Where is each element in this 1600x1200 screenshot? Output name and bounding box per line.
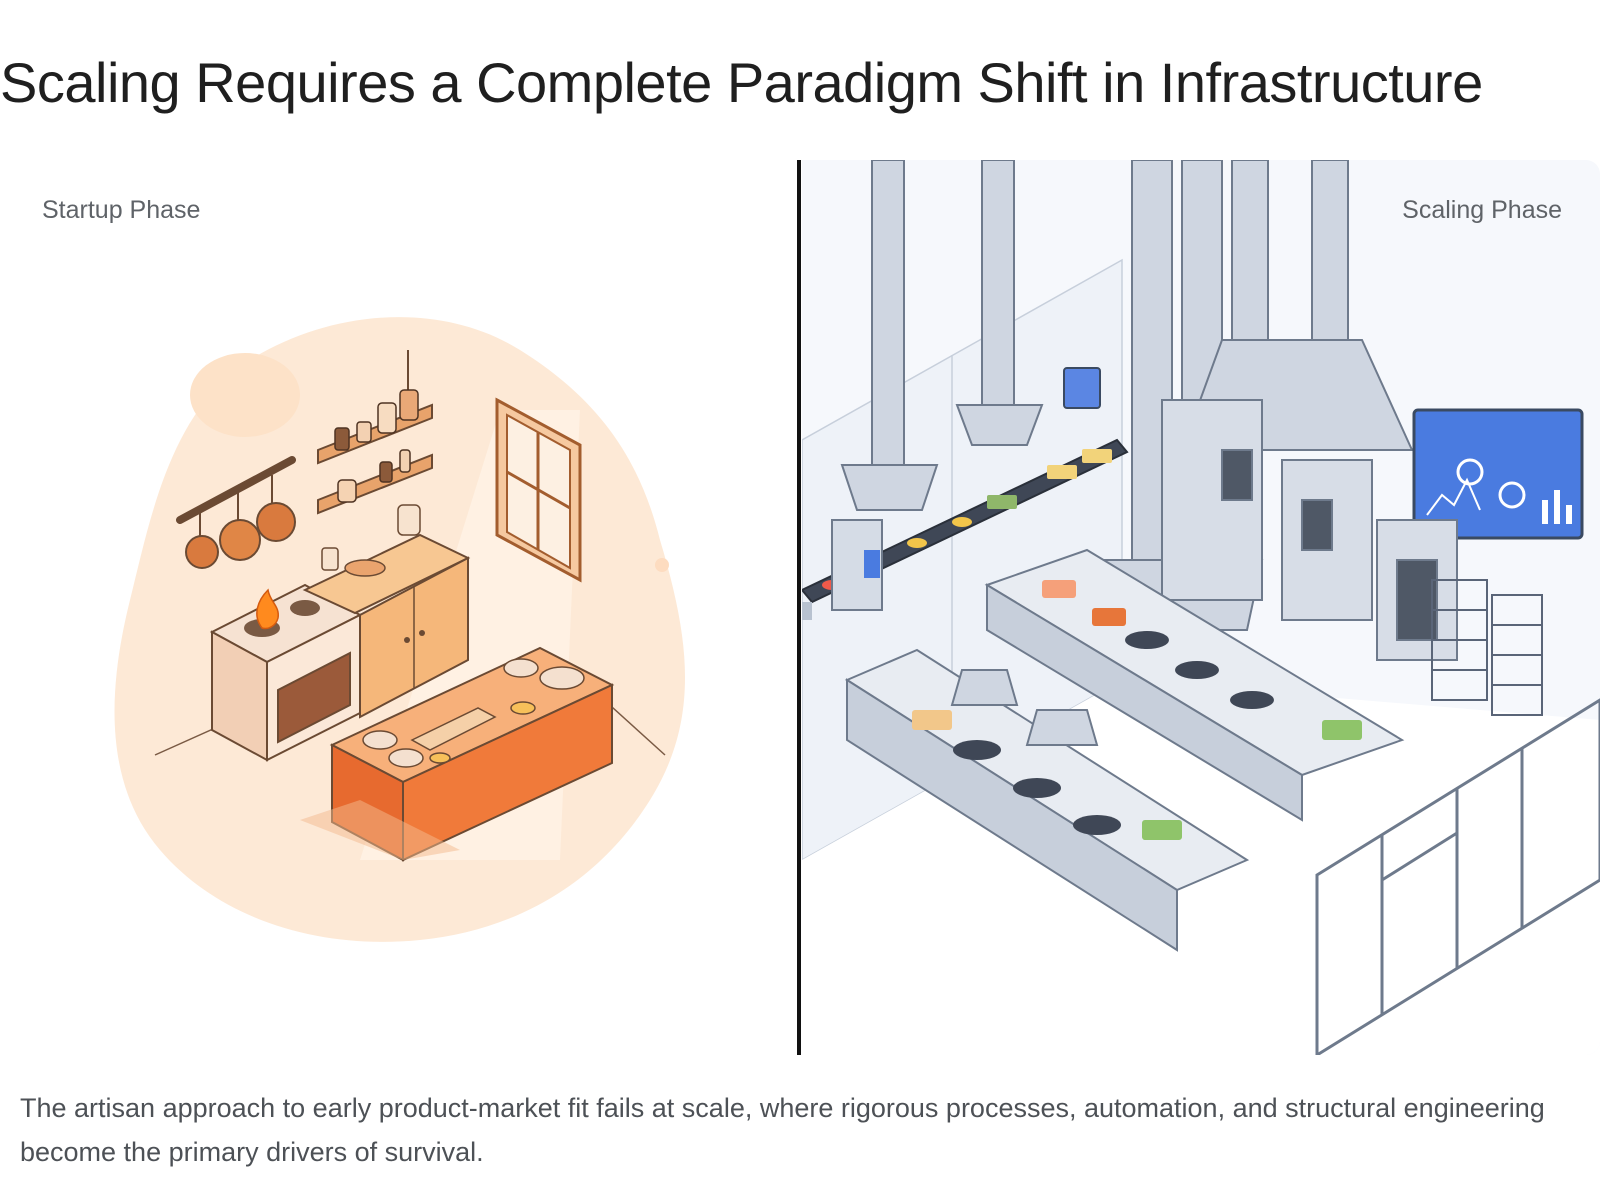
warm-dot <box>655 558 669 572</box>
slide-title: Scaling Requires a Complete Paradigm Shi… <box>0 51 1483 114</box>
industrial-kitchen-illustration <box>802 160 1600 1055</box>
island-shadow <box>300 800 460 860</box>
startup-phase-label: Startup Phase <box>42 196 201 224</box>
scaling-phase-panel: Scaling Phase <box>802 160 1600 1055</box>
cooking-station-line-icon <box>844 648 1250 952</box>
monitor-screen-icon <box>1063 367 1584 540</box>
slide-caption: The artisan approach to early product-ma… <box>20 1093 1545 1167</box>
startup-kitchen-illustration <box>114 317 686 942</box>
warm-blob-small <box>190 353 300 437</box>
scaling-phase-label: Scaling Phase <box>1402 196 1562 224</box>
hanging-pans-icon <box>176 456 296 569</box>
prep-station-line-icon <box>984 548 1405 822</box>
cabinet-icon <box>302 504 471 719</box>
rolling-rack-icon <box>1431 579 1543 716</box>
spice-shelf-icon <box>317 350 433 515</box>
panel-divider <box>797 160 801 1055</box>
industrial-ovens-icon <box>1161 399 1458 661</box>
startup-phase-panel: Startup Phase <box>0 160 796 1055</box>
stove-icon <box>209 583 363 762</box>
window-icon <box>495 397 582 583</box>
glass-partition-icon <box>1315 698 1600 1055</box>
conveyor-belt-icon <box>802 438 1129 620</box>
fire-icon <box>256 588 279 630</box>
